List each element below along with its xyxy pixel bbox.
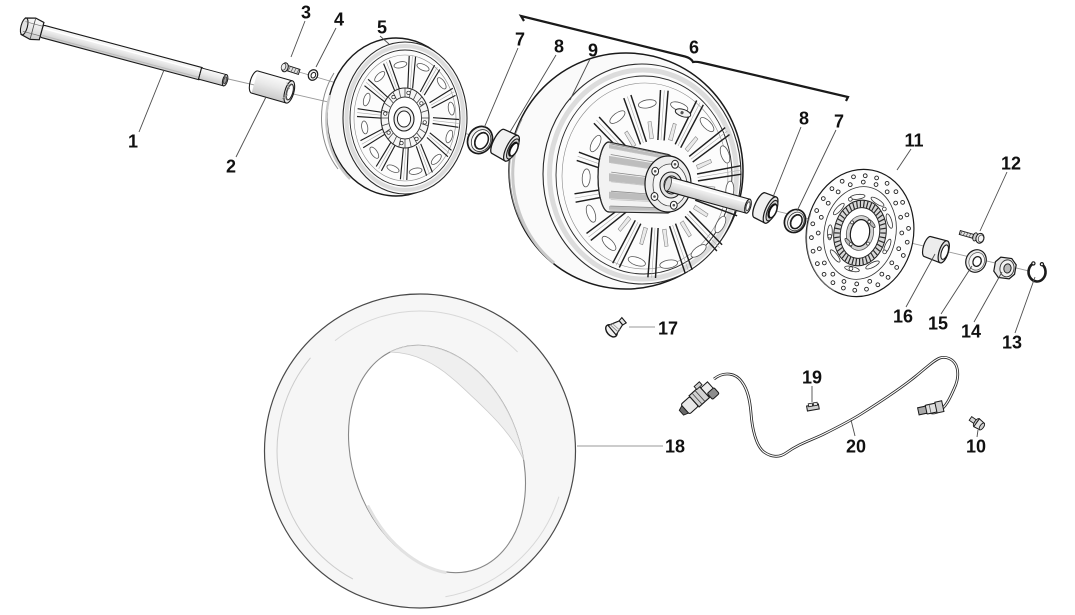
svg-text:6: 6	[689, 38, 699, 58]
svg-text:11: 11	[904, 131, 923, 151]
svg-text:4: 4	[334, 10, 344, 30]
svg-text:14: 14	[961, 322, 981, 342]
svg-text:12: 12	[1001, 154, 1021, 174]
svg-text:2: 2	[226, 157, 236, 177]
svg-text:16: 16	[893, 307, 913, 327]
svg-text:18: 18	[665, 437, 685, 457]
svg-text:9: 9	[588, 41, 598, 61]
svg-text:10: 10	[966, 437, 986, 457]
svg-text:7: 7	[515, 30, 525, 50]
svg-text:15: 15	[928, 314, 948, 334]
svg-text:3: 3	[301, 3, 311, 23]
svg-text:1: 1	[128, 132, 138, 152]
svg-text:8: 8	[554, 37, 564, 57]
svg-text:19: 19	[802, 368, 822, 388]
svg-text:7: 7	[834, 112, 844, 132]
svg-text:20: 20	[846, 437, 866, 457]
svg-text:8: 8	[799, 109, 809, 129]
svg-text:17: 17	[658, 319, 678, 339]
svg-text:5: 5	[377, 18, 387, 38]
svg-text:13: 13	[1002, 333, 1022, 353]
